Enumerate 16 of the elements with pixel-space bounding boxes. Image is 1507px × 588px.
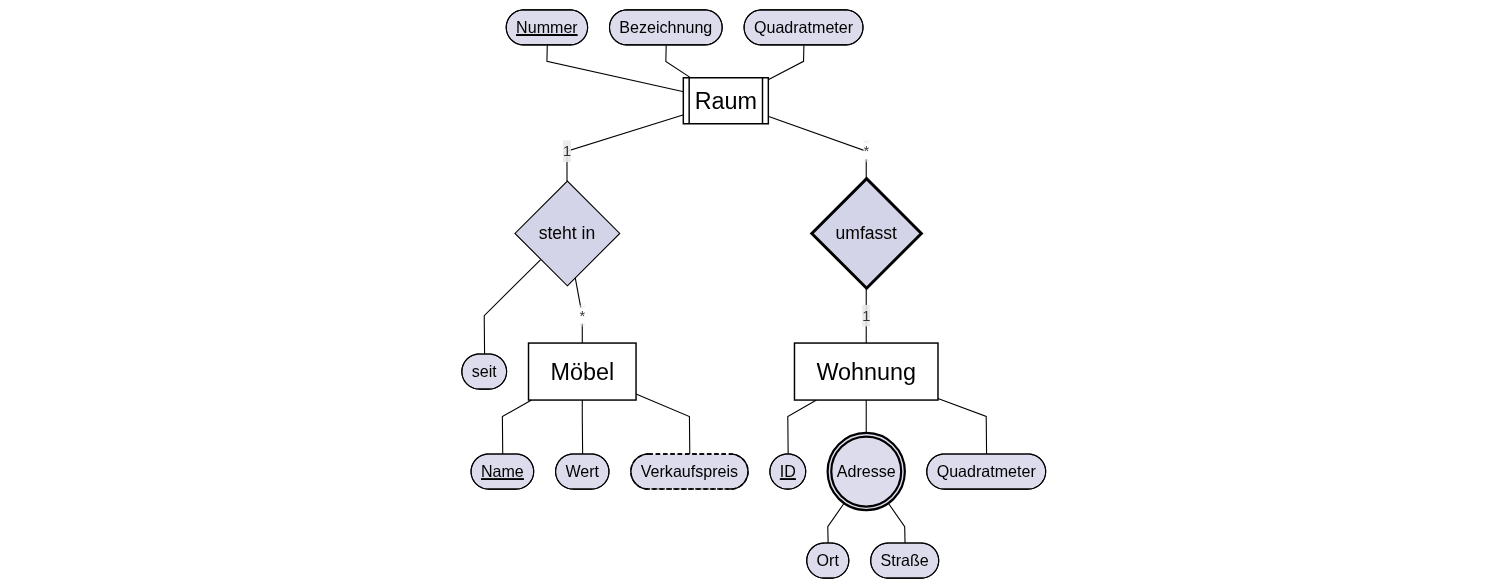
node-box: Wohnung — [793, 342, 939, 401]
edge-label: 1 — [861, 307, 871, 324]
connector — [566, 114, 684, 182]
connector — [581, 399, 583, 455]
connector — [767, 44, 805, 81]
connector — [826, 502, 845, 544]
edge-label: 1 — [562, 143, 571, 160]
node-diamond: umfasst — [809, 176, 924, 291]
edge-label: * — [579, 307, 585, 324]
connector — [887, 502, 906, 544]
edge-label: * — [863, 143, 869, 160]
connector — [546, 44, 684, 93]
node-box: Möbel — [527, 342, 637, 401]
connector — [865, 399, 867, 434]
connector — [483, 259, 541, 355]
node-diamond: steht in — [513, 180, 621, 287]
